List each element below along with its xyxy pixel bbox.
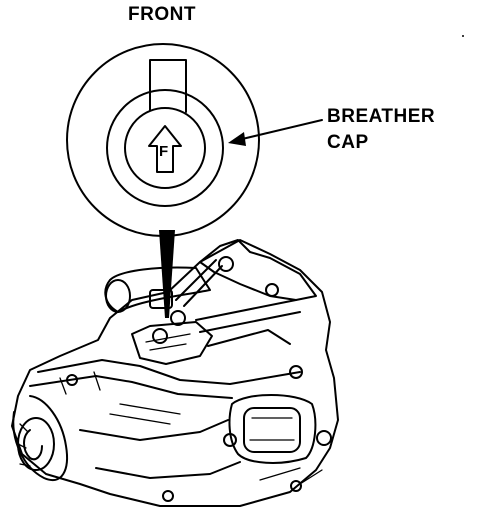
breather-cap-inner-ring	[124, 107, 206, 189]
breather-cap-tab	[149, 59, 187, 113]
magnifier-pointer	[159, 230, 175, 318]
front-arrow-icon	[148, 125, 182, 173]
breather-cap-outer-ring	[106, 89, 224, 207]
front-label: FRONT	[128, 4, 196, 25]
callout-arrow	[228, 119, 323, 146]
cap-marking-letter: F	[159, 143, 168, 160]
transmission-housing	[11, 239, 339, 507]
breather-cap-label-line2: CAP	[327, 132, 369, 153]
detail-magnifier: F	[66, 43, 260, 237]
scan-speck	[462, 35, 464, 37]
breather-cap-label-line1: BREATHER	[327, 106, 436, 127]
